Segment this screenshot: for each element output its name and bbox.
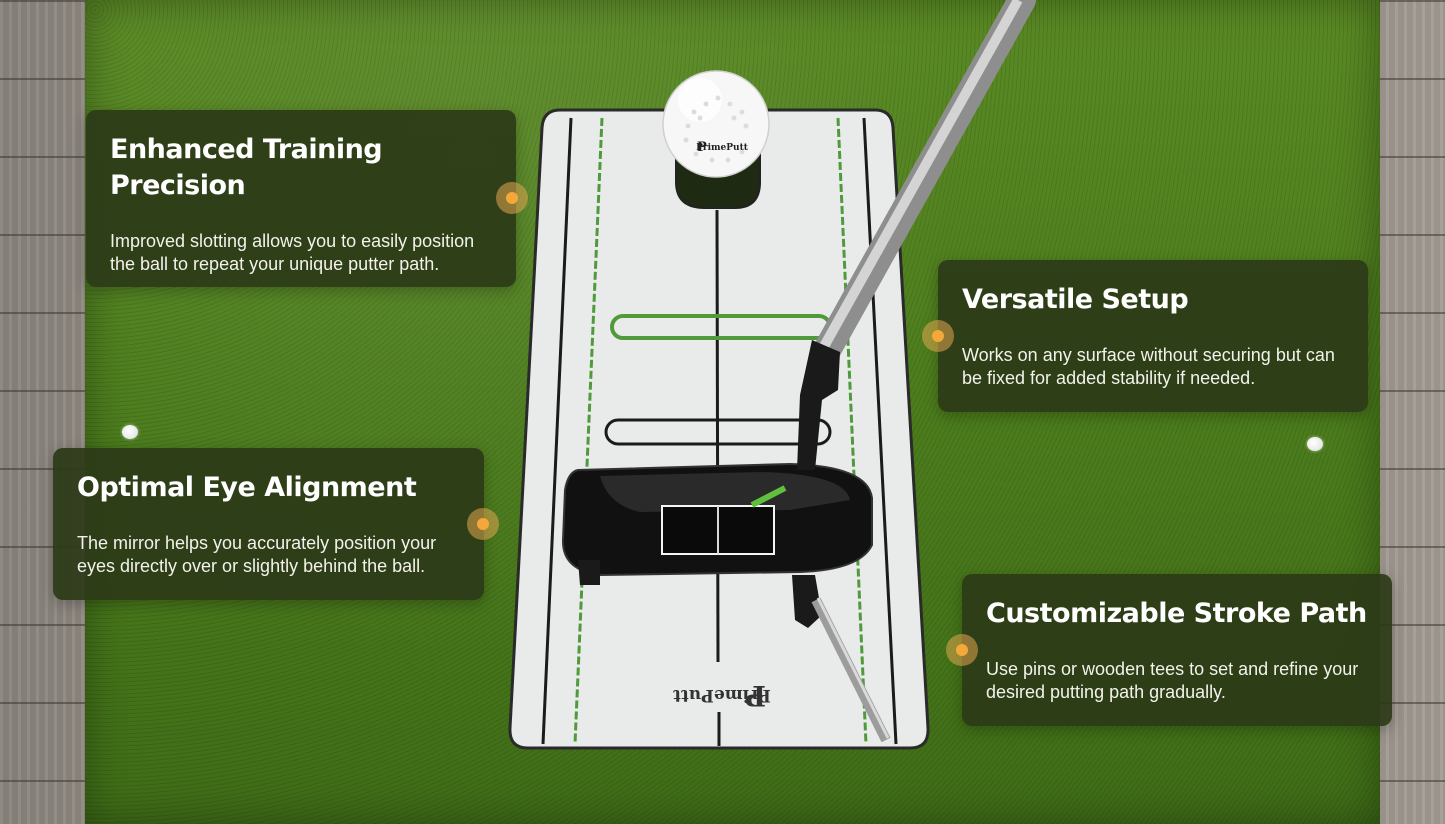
- hotspot-marker-icon[interactable]: [496, 182, 528, 214]
- feature-title: Customizable Stroke Path: [986, 598, 1367, 629]
- tee-marker-right: [1307, 437, 1323, 451]
- feature-description: The mirror helps you accurately position…: [77, 533, 437, 576]
- feature-title: Versatile Setup: [962, 284, 1189, 315]
- tee-marker-left: [122, 425, 138, 439]
- hotspot-marker-icon[interactable]: [946, 634, 978, 666]
- feature-card-training-precision: Enhanced Training Precision Improved slo…: [86, 110, 516, 287]
- feature-description: Works on any surface without securing bu…: [962, 345, 1335, 388]
- hotspot-marker-icon[interactable]: [922, 320, 954, 352]
- golf-ball: PrimePutt P: [662, 70, 770, 178]
- feature-title: Optimal Eye Alignment: [77, 472, 417, 503]
- hotspot-marker-icon[interactable]: [467, 508, 499, 540]
- feature-description: Improved slotting allows you to easily p…: [110, 231, 475, 274]
- feature-description: Use pins or wooden tees to set and refin…: [986, 659, 1359, 702]
- feature-card-eye-alignment: Optimal Eye Alignment The mirror helps y…: [53, 448, 484, 600]
- mirror-logo-icon: P: [745, 679, 766, 712]
- feature-card-versatile-setup: Versatile Setup Works on any surface wit…: [938, 260, 1368, 412]
- putting-mirror: PrimePutt P: [508, 108, 930, 750]
- ball-brand-text: PrimePutt: [696, 143, 749, 153]
- putter-shaft: [797, 0, 1036, 470]
- feature-card-stroke-path: Customizable Stroke Path Use pins or woo…: [962, 574, 1392, 726]
- feature-title: Enhanced Training Precision: [110, 134, 383, 201]
- ball-logo-icon: P: [697, 140, 707, 155]
- putter-head: [561, 462, 891, 743]
- mirror-brand-text: PrimePutt: [673, 685, 771, 705]
